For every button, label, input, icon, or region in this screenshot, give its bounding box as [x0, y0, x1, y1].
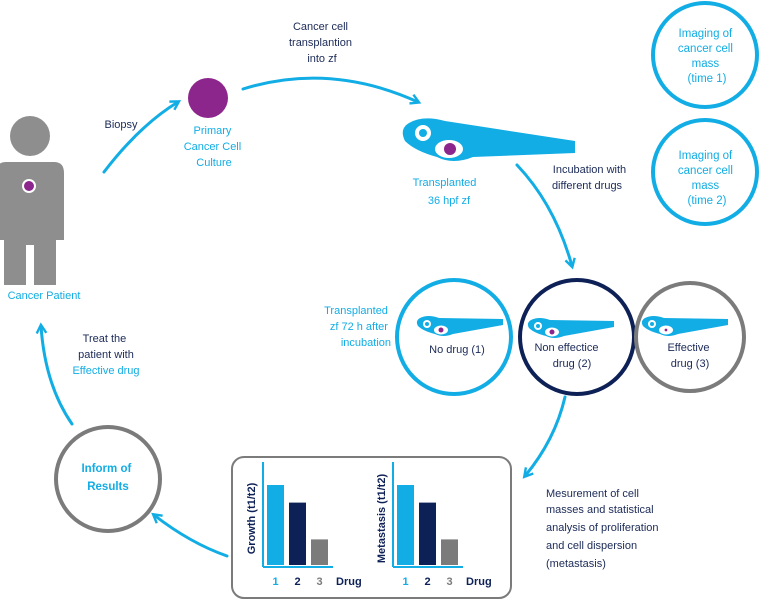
measurement-label: Mesurement of cell masses and statistica… — [546, 488, 662, 570]
chart-tick-label: 1 — [402, 576, 408, 588]
chart-bar — [289, 502, 306, 565]
patient-head — [10, 116, 50, 156]
imaging-time1: Imaging of cancer cell mass (time 1) — [651, 1, 759, 109]
arrow-measurement — [522, 395, 567, 479]
arrow-to-patient — [35, 322, 74, 426]
chart-tick-label: 3 — [446, 576, 452, 588]
svg-text:Non effectice drug (2): Non effectice drug (2) — [534, 342, 601, 370]
patient-figure — [0, 116, 64, 285]
chart-bar — [267, 485, 284, 565]
transplanted-36h-label: Transplanted 36 hpf zf — [413, 177, 480, 207]
chart-bar — [441, 539, 458, 565]
chart-tick-label: 3 — [316, 576, 322, 588]
svg-text:No drug (1): No drug (1) — [429, 344, 485, 356]
arrows — [35, 76, 576, 558]
svg-text:Imaging of cancer cell: Imaging of cancer cell mass (time 1) — [678, 28, 736, 85]
chart-y-label: Metastasis (t1/t2) — [376, 474, 388, 564]
arrow-to-inform — [151, 512, 229, 558]
chart-tick-label: 2 — [424, 576, 430, 588]
incubation-label: Incubation with different drugs — [552, 164, 629, 192]
culture-cell-icon — [188, 78, 228, 118]
primary-culture-label: Primary Cancer Cell Culture — [184, 125, 245, 169]
patient-body — [0, 162, 64, 285]
chart-tick-label: 1 — [272, 576, 278, 588]
chart-x-label: Drug — [336, 576, 362, 588]
arrow-incubation — [515, 163, 576, 270]
chart-x-label: Drug — [466, 576, 492, 588]
drug-circle-effective: Effective drug (3) — [634, 281, 746, 393]
chart-y-label: Growth (t1/t2) — [246, 482, 258, 554]
zebrafish-small-icon — [527, 318, 614, 338]
imaging-time2: Imaging of cancer cell mass (time 2) — [651, 118, 759, 226]
arrow-biopsy — [102, 100, 182, 174]
chart-bar — [311, 539, 328, 565]
svg-text:Inform of Results: Inform of Results — [81, 463, 134, 493]
treat-effective-drug: Effective drug — [72, 365, 139, 377]
patient-label: Cancer Patient — [8, 290, 81, 302]
drug-circle-non-effective: Non effectice drug (2) — [518, 278, 636, 396]
tumor-dot-icon — [22, 179, 36, 193]
chart-bar — [397, 485, 414, 565]
inform-results: Inform of Results — [54, 425, 162, 533]
biopsy-label: Biopsy — [104, 119, 138, 131]
transplanted-72h-label: Transplanted zf 72 h after incubation — [324, 305, 391, 349]
zebrafish-large-icon — [402, 118, 575, 161]
drug-circle-no-drug: No drug (1) — [395, 278, 513, 396]
svg-text:Imaging of cancer cell: Imaging of cancer cell mass (time 2) — [678, 150, 736, 207]
svg-text:Effective drug (3): Effective drug (3) — [667, 342, 712, 370]
transplantation-label: Cancer cell transplantion into zf — [289, 21, 355, 65]
treat-label: Treat the patient with — [78, 333, 134, 361]
arrow-transplantation — [241, 76, 422, 105]
charts-group: Growth (t1/t2) 1 2 3 Drug Metastasis (t1/t2) 1… — [246, 462, 492, 588]
zebrafish-small-icon — [641, 316, 728, 336]
chart-tick-label: 2 — [294, 576, 300, 588]
chart-bar — [419, 502, 436, 565]
zebrafish-small-icon — [416, 316, 503, 336]
